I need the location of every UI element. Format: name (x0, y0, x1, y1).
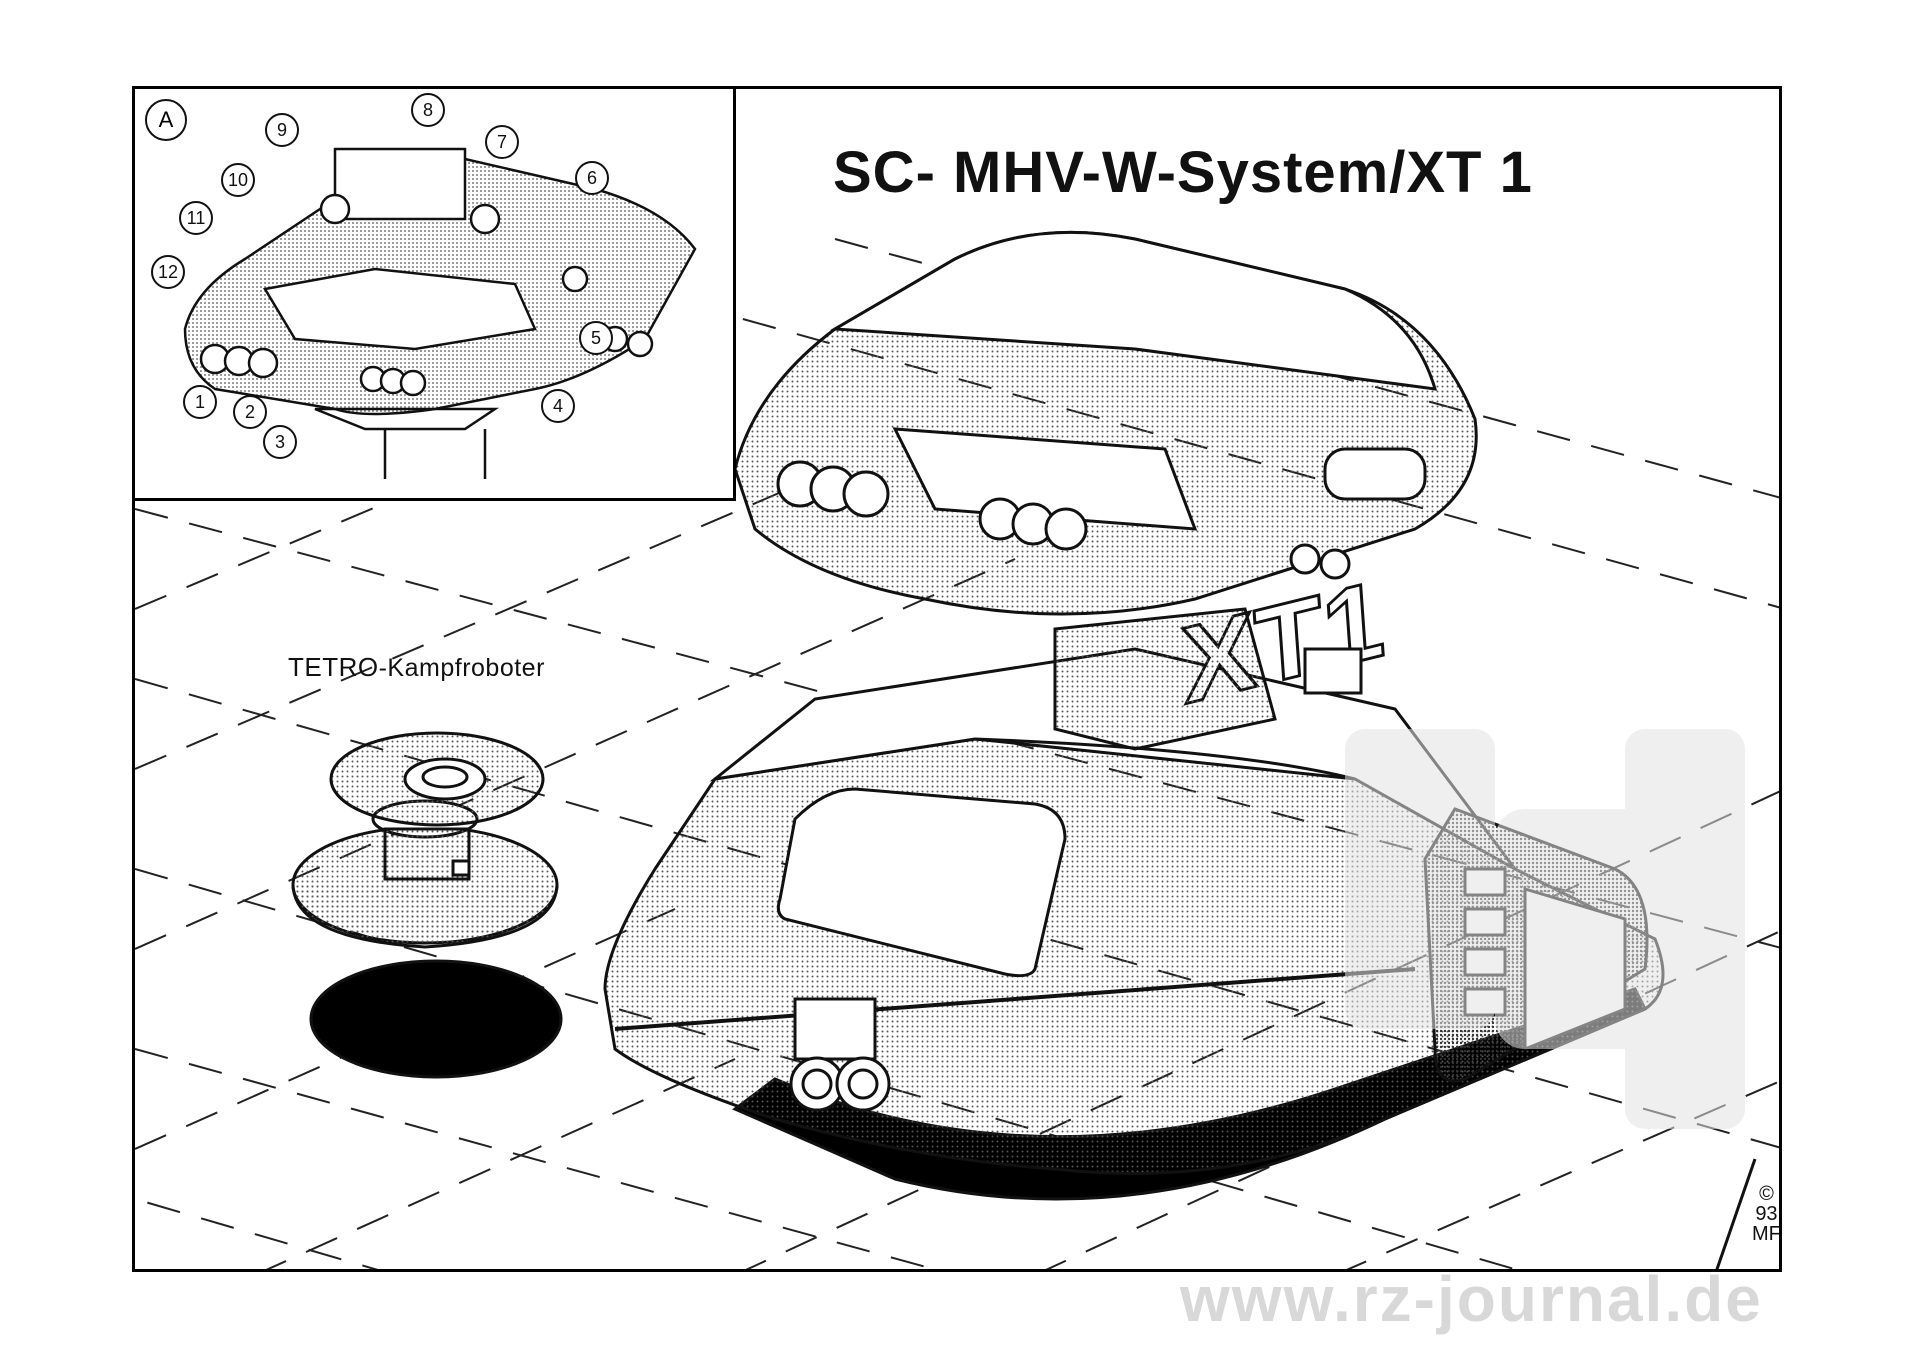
callout-7: 7 (485, 125, 519, 159)
callout-5: 5 (579, 321, 613, 355)
callout-4: 4 (541, 389, 575, 423)
robot-label-desc: -Kampfroboter (378, 654, 545, 682)
page-title: SC- MHV-W-System/XT 1 (833, 140, 1533, 205)
copyright-year: 93 (1755, 1203, 1778, 1225)
copyright-mark: © 93 MF (1752, 1183, 1781, 1245)
inset-label-a: A (145, 99, 187, 141)
callout-9: 9 (265, 113, 299, 147)
xt1-vehicle: XT1 (603, 230, 1665, 1201)
main-illustration: XT1 (135, 230, 1779, 1269)
callout-3: 3 (263, 425, 297, 459)
callout-1: 1 (183, 385, 217, 419)
inset-detail-panel (135, 89, 736, 501)
callout-12: 12 (151, 255, 185, 289)
robot-label: TETRO-Kampfroboter (288, 652, 545, 683)
callout-11: 11 (179, 201, 213, 235)
inset-illustration (183, 147, 697, 479)
copyright-initials: MF (1752, 1223, 1781, 1245)
illustration-frame: XT1 (132, 86, 1782, 1272)
callout-10: 10 (221, 163, 255, 197)
copyright-symbol: © (1759, 1183, 1774, 1205)
tetro-robot (291, 731, 563, 1079)
callout-2: 2 (233, 395, 267, 429)
watermark-url: www.rz-journal.de (1180, 1263, 1763, 1335)
callout-6: 6 (575, 161, 609, 195)
callout-8: 8 (411, 93, 445, 127)
watermark-logo-icon (1305, 729, 1775, 1214)
robot-label-name: TETRO (288, 652, 379, 682)
